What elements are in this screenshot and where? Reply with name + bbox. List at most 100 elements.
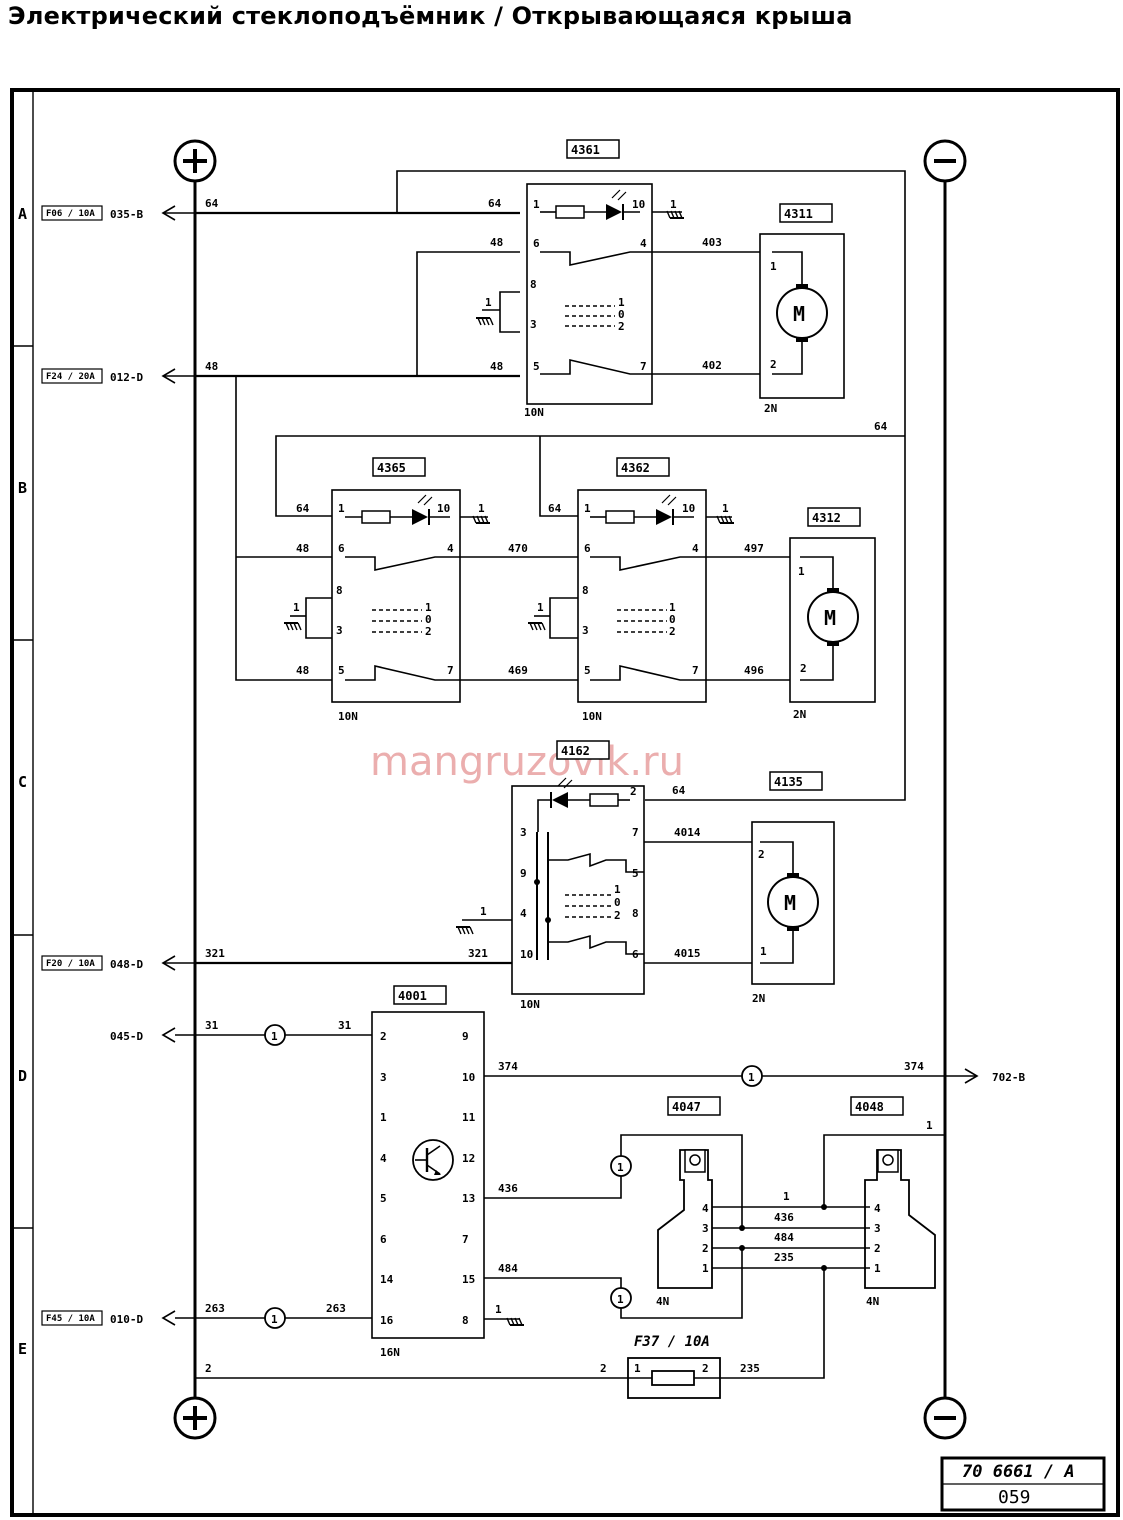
row-label-b: B: [18, 479, 27, 497]
component-4135: M 2 1 2N: [751, 821, 835, 1005]
wire-64-b: [275, 435, 905, 517]
wire-label-470: 470: [508, 542, 528, 555]
pin-label: 8: [582, 584, 589, 597]
switch-position: 0: [669, 613, 676, 626]
pin-label: 2: [380, 1030, 387, 1043]
wire-64-b2: [539, 436, 578, 517]
switch-position: 0: [618, 308, 625, 321]
pin-label: 1: [380, 1111, 387, 1124]
positive-terminal-bottom: [173, 1396, 217, 1440]
fuse-label-f37: F37 / 10A: [634, 1334, 710, 1350]
component-4048: 4048 4 3 2 1 4N: [850, 1096, 936, 1308]
pin-label: 5: [584, 664, 591, 677]
fuse-tag-f24: F24 / 20A: [41, 368, 103, 384]
pin-label: 7: [640, 360, 647, 373]
pin-label: 5: [533, 360, 540, 373]
wire-235: [720, 1268, 825, 1379]
wire-label-1: 1: [783, 1190, 790, 1203]
wire-label-374: 374: [904, 1060, 924, 1073]
pin-label: 7: [692, 664, 699, 677]
pin-label: 2: [702, 1362, 709, 1375]
wire-label-496: 496: [744, 664, 764, 677]
wire-label-374: 374: [498, 1060, 518, 1073]
pin-label: 15: [462, 1273, 475, 1286]
label-box-4135: [769, 771, 823, 791]
pin-label: 2: [770, 358, 777, 371]
ref-045d: 045-D: [110, 1030, 143, 1043]
pin-label: 1: [533, 198, 540, 211]
pin-label: 4: [874, 1202, 881, 1215]
positive-terminal-top: [173, 139, 217, 183]
switch-position: 2: [425, 625, 432, 638]
connector-2n: 2N: [793, 708, 806, 721]
connector-2n: 2N: [764, 402, 777, 415]
circled-number: 1: [748, 1071, 755, 1084]
connector-2n: 2N: [752, 992, 765, 1005]
motor-symbol: M: [793, 302, 805, 326]
row-label-e: E: [18, 1340, 27, 1358]
circled-number: 1: [617, 1293, 624, 1306]
fuse-label-f06: F06 / 10A: [46, 209, 95, 219]
wire-label-64: 64: [874, 420, 888, 433]
wire-label-235: 235: [774, 1251, 794, 1264]
pin-label: 3: [702, 1222, 709, 1235]
pin-label: 2: [800, 662, 807, 675]
fuse-label-f20: F20 / 10A: [46, 959, 95, 969]
connector-4n: 4N: [656, 1295, 669, 1308]
document-page: 059: [998, 1487, 1031, 1508]
pin-label: 5: [338, 664, 345, 677]
document-number-box: 70 6661 / A 059: [940, 1456, 1106, 1512]
pin-label: 4: [447, 542, 454, 555]
pin-label: 4: [520, 907, 527, 920]
component-4365: 4365 1 10 1 6 4 8 3 5 7 1 0 2 1 10N: [283, 457, 491, 723]
circled-ref-1: 1: [264, 1307, 286, 1329]
component-4312: 4312 M 1 2 2N: [789, 507, 876, 721]
wire-label-64: 64: [205, 197, 219, 210]
document-number: 70 6661 / A: [962, 1462, 1075, 1482]
component-4162: 4162 2 3 9 4 10 7 5 8 6 1 0 2 1 10N: [455, 740, 645, 1011]
fuse-label-f24: F24 / 20A: [46, 372, 95, 382]
fuse-label-f45: F45 / 10A: [46, 1314, 95, 1324]
junction: [739, 1225, 745, 1231]
watermark: mangruzovik.ru: [370, 739, 684, 785]
pin-label: 8: [336, 584, 343, 597]
pin-label: 10: [520, 948, 533, 961]
fuse-tag-f06: F06 / 10A: [41, 205, 103, 221]
pin-label: 9: [520, 867, 527, 880]
pin-label: 3: [520, 826, 527, 839]
pin-label: 5: [632, 867, 639, 880]
pin-label: 8: [530, 278, 537, 291]
circled-number: 1: [617, 1161, 624, 1174]
wire-484: [620, 1248, 743, 1319]
component-label-4047: 4047: [672, 1100, 701, 1114]
wire-label-4014: 4014: [674, 826, 701, 839]
wire-label-235: 235: [740, 1362, 760, 1375]
pin-label: 1: [485, 296, 492, 309]
switch-position: 0: [614, 896, 621, 909]
circled-ref-1: 1: [610, 1155, 632, 1177]
ref-010d: 010-D: [110, 1313, 143, 1326]
pin-label: 1: [293, 601, 300, 614]
wire-label-1: 1: [926, 1119, 933, 1132]
wire-1: [823, 1134, 945, 1207]
circled-ref-1: 1: [610, 1287, 632, 1309]
wire-label-64: 64: [296, 502, 310, 515]
pin-label: 1: [770, 260, 777, 273]
wire-label-64: 64: [548, 502, 562, 515]
component-label-4312: 4312: [812, 511, 841, 525]
wire-484: [484, 1277, 622, 1288]
ref-048d: 048-D: [110, 958, 143, 971]
connector-10n: 10N: [338, 710, 358, 723]
pin-label: 2: [630, 785, 637, 798]
motor-symbol: M: [784, 891, 796, 915]
switch-position: 2: [618, 320, 625, 333]
pin-label: 3: [582, 624, 589, 637]
pin-label: 1: [634, 1362, 641, 1375]
wire-436: [484, 1176, 622, 1199]
pin-label: 13: [462, 1192, 475, 1205]
switch-position: 1: [425, 601, 432, 614]
circled-number: 1: [271, 1030, 278, 1043]
wire-label-48: 48: [490, 236, 503, 249]
wire-label-2: 2: [600, 1362, 607, 1375]
